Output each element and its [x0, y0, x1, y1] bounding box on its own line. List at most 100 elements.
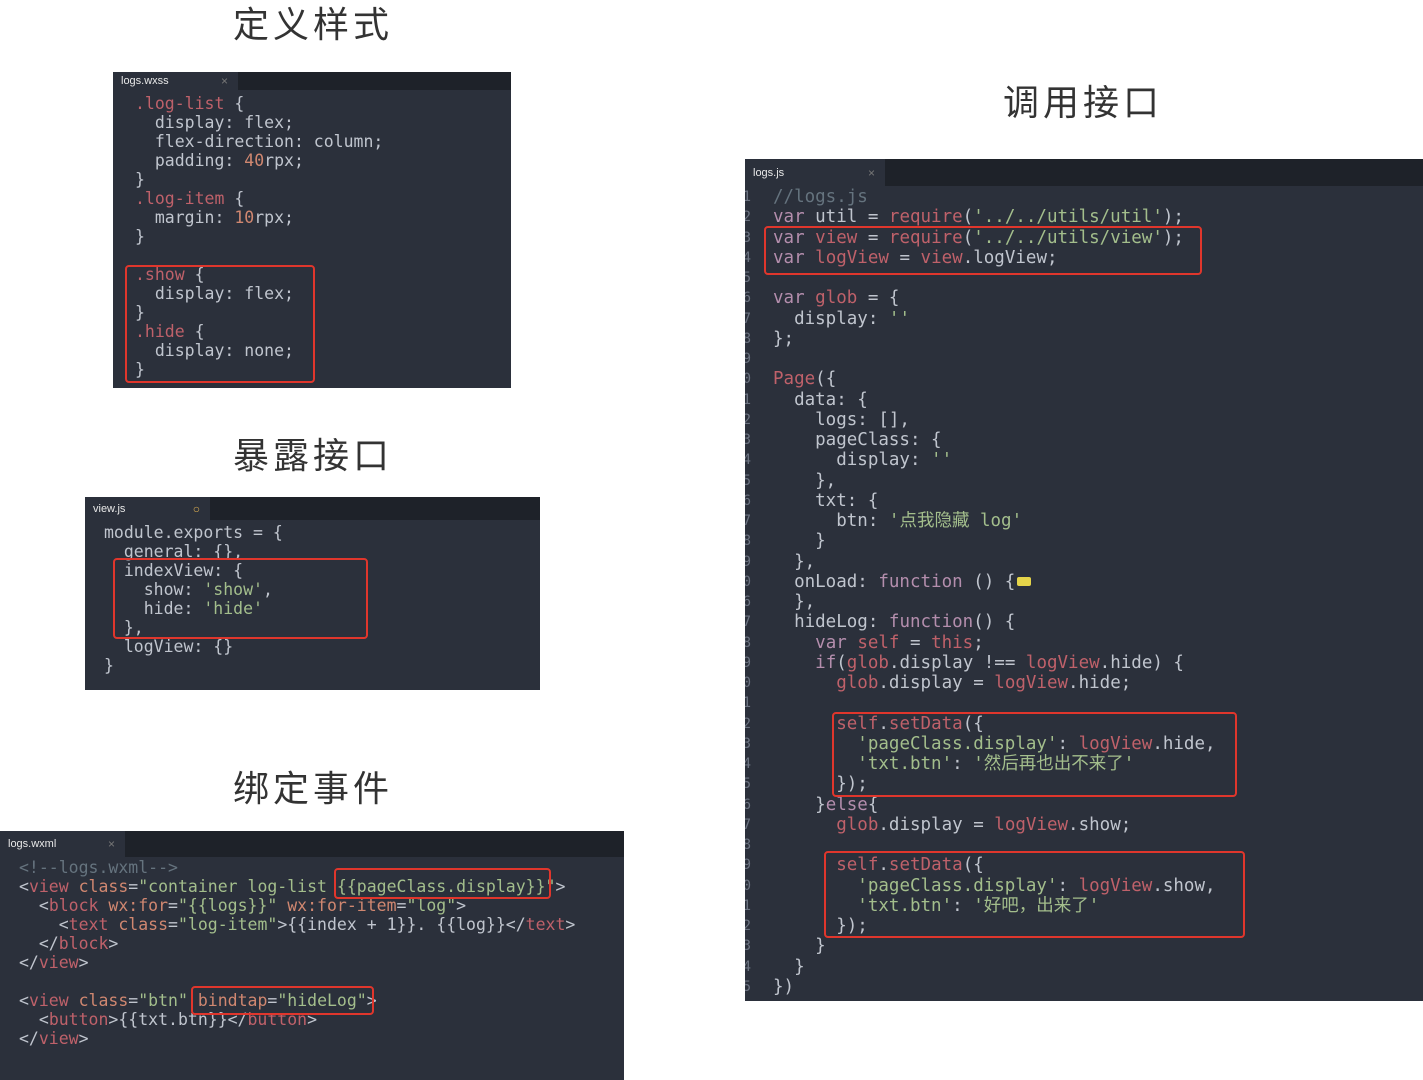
line-number: 2 [745, 209, 751, 226]
code-line: 5 [745, 268, 1423, 288]
code-text: } [135, 360, 145, 379]
code-text: logs: [], [773, 409, 910, 430]
line-number: 12 [745, 411, 751, 428]
code-text: display: [773, 308, 889, 329]
code-text: display: flex; [135, 284, 294, 303]
code-text: = [168, 915, 178, 934]
code-line: general: {}, [85, 542, 540, 561]
code-text: util = [804, 207, 889, 228]
code-text: > [78, 953, 89, 972]
tab-logsjs[interactable]: logs.js × [745, 159, 885, 186]
code-line: 37 glob.display = logView.show; [745, 815, 1423, 835]
code-text: btn: [773, 511, 889, 531]
code-text [773, 714, 836, 734]
comment-token: <!--logs.wxml--> [19, 858, 178, 877]
line-number: 28 [745, 634, 751, 651]
code-text: .display = [878, 673, 995, 693]
tab-viewjs[interactable]: view.js ○ [85, 497, 210, 520]
line-number: 29 [745, 654, 751, 671]
code-text [847, 633, 858, 653]
code-text: }); [773, 916, 868, 936]
code-line: 9 [745, 349, 1423, 369]
code-text: = [857, 227, 889, 248]
identifier-token: view [920, 247, 963, 268]
tab-wxss[interactable]: logs.wxss × [113, 72, 238, 90]
close-icon[interactable]: × [220, 74, 228, 88]
tab-wxml[interactable]: logs.wxml× [0, 831, 125, 857]
number-token: bindtap [197, 991, 268, 1010]
line-number: 9 [745, 351, 751, 367]
line-number: 3 [745, 229, 751, 246]
string-token: 'pageClass.display' [857, 733, 1058, 754]
title-call-interface: 调用接口 [1002, 83, 1164, 124]
line-number: 11 [745, 391, 751, 408]
code-text: { [224, 189, 245, 208]
close-icon[interactable]: × [107, 837, 115, 851]
identifier-token: logView [1078, 875, 1153, 896]
code-text: module.exports = { [104, 523, 283, 542]
line-number: 35 [745, 776, 751, 793]
tab-label: view.js [93, 502, 126, 515]
line-number: 4 [745, 249, 751, 266]
tab-label: logs.js [753, 166, 785, 179]
code-text: . [878, 713, 889, 734]
string-token: "log" [406, 896, 457, 915]
code-text: </ [19, 953, 39, 972]
line-number: 34 [745, 756, 751, 772]
code-text: > [456, 896, 467, 915]
code-text: .show; [1068, 814, 1132, 835]
close-icon[interactable]: × [867, 165, 875, 180]
line-number: 43 [745, 938, 751, 955]
code-text: hide: [104, 599, 204, 618]
keyword-token: var [773, 288, 805, 309]
line-number: 26 [745, 594, 751, 610]
code-text: , [262, 580, 273, 599]
code-text: < [19, 877, 29, 896]
string-token: '点我隐藏 log' [888, 511, 1023, 531]
string-token: '然后再也出不来了' [973, 754, 1135, 774]
unsaved-dot-icon[interactable]: ○ [192, 501, 200, 516]
code-text: = [899, 632, 932, 653]
identifier-token: Page [773, 369, 816, 390]
code-line: 43 } [745, 936, 1423, 956]
code-text: > [565, 915, 576, 934]
line-number: 42 [745, 918, 751, 934]
identifier-token: glob [836, 814, 879, 835]
code-text: > [78, 1029, 89, 1048]
identifier-token: text [68, 915, 109, 934]
code-text: }); [773, 774, 868, 795]
code-line: <text class="log-item">{{index + 1}}. {{… [0, 915, 624, 934]
string-token: "container log-list {{pageClass.display}… [138, 877, 556, 896]
code-text: }, [104, 618, 144, 637]
code-line: 31 [745, 693, 1423, 713]
string-token: "{{logs}}" [177, 896, 278, 915]
highlight-setdata-show [824, 851, 1245, 938]
code-text: ({ [962, 855, 984, 876]
code-text: ( [962, 207, 974, 228]
code-area[interactable]: module.exports = { general: {}, indexVie… [85, 523, 540, 675]
code-text: : [952, 895, 974, 916]
code-text [69, 991, 79, 1010]
line-number: 41 [745, 897, 751, 914]
code-text: = [128, 991, 139, 1010]
code-text: } [773, 956, 805, 977]
highlight-indexview [113, 558, 368, 639]
line-number: 13 [745, 432, 751, 448]
identifier-token: glob [815, 288, 858, 309]
line-number: 14 [745, 452, 751, 469]
code-line: 30 glob.display = logView.hide; [745, 673, 1423, 693]
identifier-token: logView [994, 673, 1069, 693]
fold-marker-icon[interactable] [1017, 577, 1032, 587]
code-text: pageClass: { [773, 430, 942, 450]
tab-label: logs.wxss [121, 75, 169, 87]
line-number: 45 [745, 978, 751, 995]
code-text: < [19, 991, 29, 1010]
code-line: 19 }, [745, 552, 1423, 572]
code-area[interactable]: .log-list { display: flex; flex-directio… [113, 94, 511, 379]
line-number: 30 [745, 675, 751, 691]
code-text: = [128, 877, 139, 896]
code-line: 29 if(glob.display !== logView.hide) { [745, 653, 1423, 673]
identifier-token: self [836, 855, 879, 876]
